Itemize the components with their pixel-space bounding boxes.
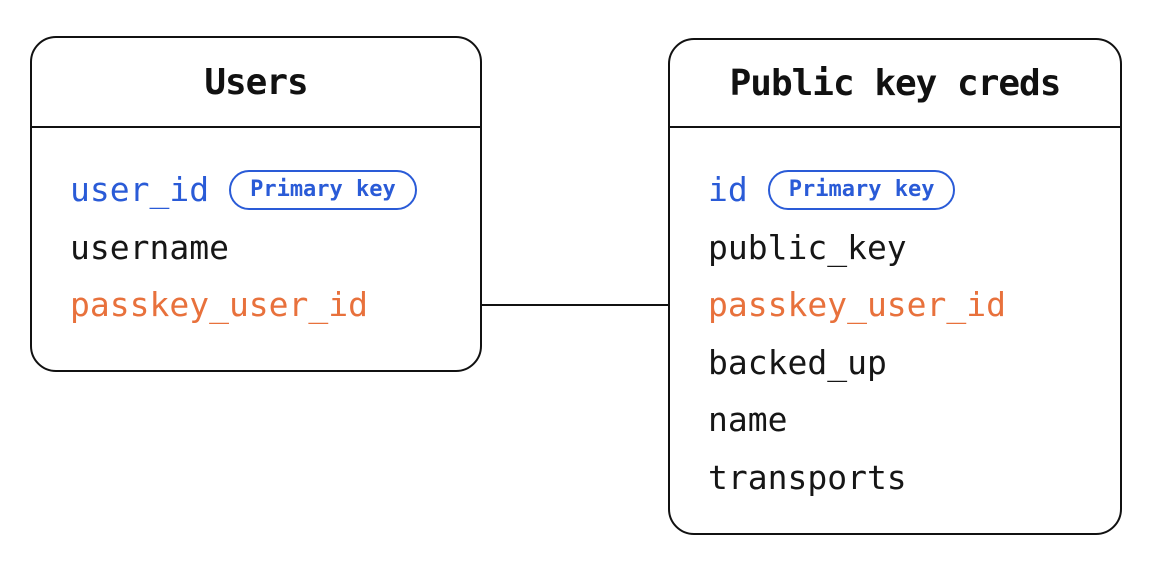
field-name-passkey-user-id: passkey_user_id	[70, 285, 369, 325]
field-row: passkey_user_id	[670, 276, 1120, 334]
primary-key-badge: Primary key	[767, 169, 956, 210]
table-public-key-creds: Public key creds id Primary key public_k…	[668, 38, 1122, 535]
table-users-body: user_id Primary key username passkey_use…	[32, 128, 480, 334]
field-row: id Primary key	[670, 161, 1120, 219]
field-name-user-id: user_id	[70, 170, 210, 210]
field-row: transports	[670, 449, 1120, 507]
table-public-key-creds-body: id Primary key public_key passkey_user_i…	[670, 128, 1120, 506]
field-name-backed-up: backed_up	[708, 342, 887, 382]
field-row: public_key	[670, 219, 1120, 277]
field-row: passkey_user_id	[32, 276, 480, 334]
table-users-header: Users	[32, 38, 480, 128]
field-row: backed_up	[670, 334, 1120, 392]
field-name-passkey-user-id: passkey_user_id	[708, 285, 1007, 325]
field-row: username	[32, 219, 480, 277]
table-public-key-creds-header: Public key creds	[670, 40, 1120, 128]
table-users: Users user_id Primary key username passk…	[30, 36, 482, 372]
primary-key-badge: Primary key	[229, 169, 417, 210]
field-name-name: name	[708, 400, 788, 440]
field-row: user_id Primary key	[32, 161, 480, 219]
table-title: Users	[204, 61, 308, 103]
field-row: name	[670, 391, 1120, 449]
field-name-username: username	[70, 227, 229, 267]
field-name-public-key: public_key	[708, 227, 907, 267]
relationship-line	[481, 304, 669, 306]
field-name-id: id	[708, 170, 748, 210]
table-title: Public key creds	[729, 62, 1062, 104]
field-name-transports: transports	[708, 457, 907, 497]
